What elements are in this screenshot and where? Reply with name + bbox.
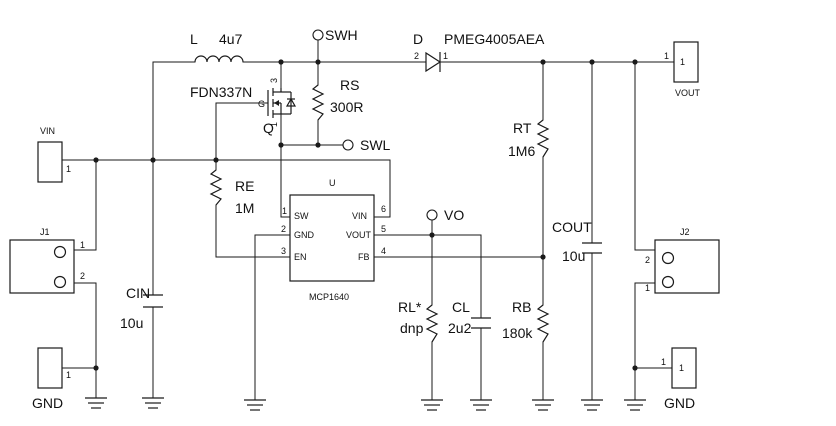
ic-pin-name-vout: VOUT (346, 230, 372, 240)
diode-pin1: 1 (443, 51, 448, 61)
ic-pin-name-en: EN (294, 252, 307, 262)
cin-value: 10u (120, 315, 143, 331)
vout-connector-pin-outer: 1 (664, 51, 669, 61)
re-value: 1M (235, 200, 254, 216)
vo-label: VO (444, 207, 464, 223)
inductor-value: 4u7 (219, 31, 243, 47)
rs-value: 300R (330, 99, 363, 115)
vin-label: VIN (40, 126, 55, 136)
mosfet-q: FDN337N Q G 3 1 (190, 78, 297, 136)
rl-ref: RL* (398, 299, 422, 315)
ground-symbol (142, 394, 164, 409)
gnd-left-connector: 1 GND (32, 347, 71, 411)
ic-pin-num-6: 6 (381, 204, 386, 214)
ic-pin-num-5: 5 (381, 224, 386, 234)
rl-value: dnp (400, 320, 424, 336)
rb-resistor: RB 180k (502, 299, 550, 343)
ic-pin-num-4: 4 (381, 246, 386, 256)
cin-capacitor: CIN 10u (120, 285, 163, 331)
re-resistor: RE 1M (209, 169, 254, 216)
cin-ref: CIN (126, 285, 150, 301)
rs-ref: RS (340, 77, 359, 93)
rb-value: 180k (502, 325, 533, 341)
re-ref: RE (235, 178, 254, 194)
vout-connector-pin-inner: 1 (680, 57, 685, 67)
ground-symbol (85, 394, 107, 409)
ic-pin-name-fb: FB (358, 252, 370, 262)
j2-ref: J2 (680, 227, 690, 237)
ic-pin-num-3: 3 (281, 246, 286, 256)
cout-value: 10u (562, 248, 585, 264)
vout-connector: 1 1 VOUT (664, 41, 701, 98)
swl-label: SWL (360, 137, 391, 153)
swl-testpoint: SWL (342, 137, 391, 153)
swh-testpoint: SWH (312, 27, 358, 43)
j2-pin2-number: 2 (645, 255, 650, 265)
mosfet-part: FDN337N (190, 84, 252, 100)
rb-ref: RB (512, 299, 531, 315)
j1-connector: J1 1 2 (9, 227, 85, 294)
diode-value: PMEG4005AEA (444, 31, 545, 47)
ic-part: MCP1640 (309, 292, 349, 302)
j1-pin2-number: 2 (80, 271, 85, 281)
ic-pin-num-2: 2 (281, 224, 286, 234)
rt-resistor: RT 1M6 (508, 119, 550, 159)
diode: D PMEG4005AEA 2 1 (409, 31, 545, 73)
mosfet-pin-d: 3 (269, 78, 279, 83)
vout-connector-label: VOUT (675, 88, 701, 98)
ground-symbol (244, 399, 266, 411)
rt-ref: RT (513, 120, 532, 136)
inductor: L 4u7 (190, 31, 244, 63)
vin-connector: VIN 1 (37, 126, 71, 183)
vo-testpoint: VO (426, 207, 464, 223)
ground-symbols (85, 394, 646, 411)
diode-pin2: 2 (414, 51, 419, 61)
gnd-right-connector: 1 1 GND (661, 347, 697, 411)
cl-capacitor: CL 2u2 (448, 299, 491, 336)
ground-symbol (624, 399, 646, 411)
rs-resistor: RS 300R (311, 77, 363, 121)
cl-ref: CL (452, 299, 470, 315)
ic-pin-name-vin: VIN (352, 211, 367, 221)
gnd-right-label: GND (664, 395, 695, 411)
j1-ref: J1 (40, 227, 50, 237)
ic-mcp1640: U MCP1640 SW GND EN 1 2 3 VIN VOUT FB 6 … (281, 178, 386, 302)
ground-symbol (532, 399, 554, 411)
diode-ref: D (413, 31, 423, 47)
vin-pin-number: 1 (66, 164, 71, 174)
wires (61, 39, 675, 401)
gnd-left-pin-number: 1 (66, 370, 71, 380)
ic-pin-name-sw: SW (294, 211, 309, 221)
j1-pin1-number: 1 (80, 240, 85, 250)
cout-ref: COUT (552, 219, 592, 235)
ground-symbol (421, 399, 443, 411)
ground-symbol (581, 399, 603, 411)
inductor-ref: L (190, 31, 198, 47)
gnd-left-label: GND (32, 395, 63, 411)
mosfet-ref: Q (263, 120, 274, 136)
j2-pin1-number: 1 (645, 283, 650, 293)
cout-capacitor: COUT 10u (552, 219, 602, 264)
j2-connector: J2 2 1 (645, 227, 720, 294)
ic-pin-num-1: 1 (282, 206, 287, 216)
gnd-right-pin-inner: 1 (679, 363, 684, 373)
swh-label: SWH (325, 27, 358, 43)
ic-pin-name-gnd: GND (294, 230, 315, 240)
mosfet-pin-s: 1 (269, 122, 279, 127)
ic-ref: U (329, 178, 336, 188)
junctions (93, 59, 638, 371)
ground-symbol (470, 399, 492, 411)
gnd-right-pin-outer: 1 (661, 357, 666, 367)
mosfet-pin-g: G (258, 99, 265, 109)
rl-resistor: RL* dnp (398, 299, 439, 343)
cl-value: 2u2 (448, 320, 472, 336)
rt-value: 1M6 (508, 143, 535, 159)
